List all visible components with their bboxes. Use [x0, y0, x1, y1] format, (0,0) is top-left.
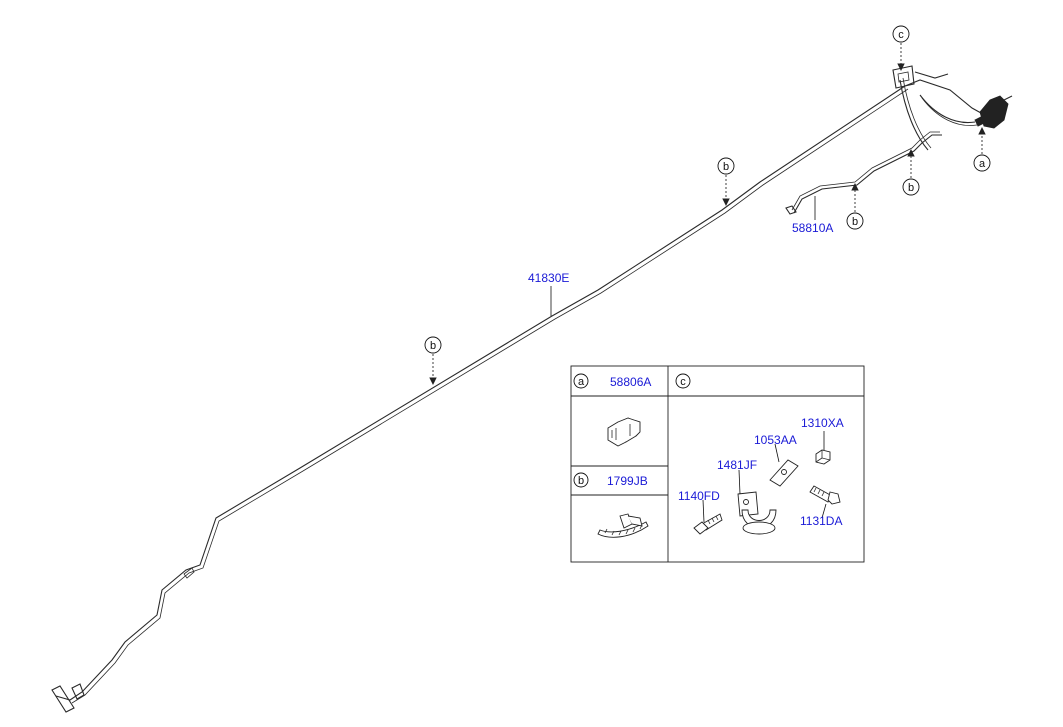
callout-b-hose: b	[846, 182, 864, 230]
svg-text:b: b	[723, 161, 729, 173]
callout-a-top: a	[973, 126, 991, 172]
legend-table	[570, 365, 865, 563]
label-1481JF: 1481JF	[717, 458, 757, 472]
fitting-58806A-drawing	[607, 417, 641, 447]
upper-right-hose-assembly	[785, 65, 991, 215]
label-1053AA: 1053AA	[754, 433, 797, 447]
svg-text:58810A: 58810A	[792, 221, 833, 235]
svg-text:c: c	[898, 29, 904, 41]
svg-text:1799JB: 1799JB	[607, 474, 648, 488]
svg-text:b: b	[908, 182, 914, 194]
callout-b-upper-right: b	[902, 148, 920, 196]
callout-b-lower: b	[424, 336, 442, 386]
svg-text:b: b	[430, 340, 436, 352]
svg-text:c: c	[680, 376, 686, 388]
label-1140FD: 1140FD	[678, 489, 720, 503]
main-tube-line	[51, 85, 909, 713]
clip-1799JB-drawing	[597, 513, 649, 538]
svg-text:b: b	[578, 475, 584, 487]
label-41830E: 41830E	[528, 271, 569, 316]
callout-c-top: c	[892, 25, 910, 72]
svg-text:a: a	[578, 376, 585, 388]
label-58810A: 58810A	[792, 196, 833, 235]
svg-text:41830E: 41830E	[528, 271, 569, 285]
label-1310XA: 1310XA	[801, 416, 844, 430]
actuator-unit	[974, 95, 1013, 129]
svg-text:b: b	[852, 216, 858, 228]
label-1131DA: 1131DA	[800, 514, 842, 528]
legend-c-header: c	[675, 373, 691, 389]
callout-b-middle: b	[717, 157, 735, 207]
svg-text:58806A: 58806A	[610, 375, 651, 389]
legend-b-header: b 1799JB	[573, 472, 648, 488]
legend-a-header: a 58806A	[573, 373, 651, 389]
c-assembly-drawing	[693, 431, 841, 535]
svg-text:a: a	[979, 158, 986, 170]
